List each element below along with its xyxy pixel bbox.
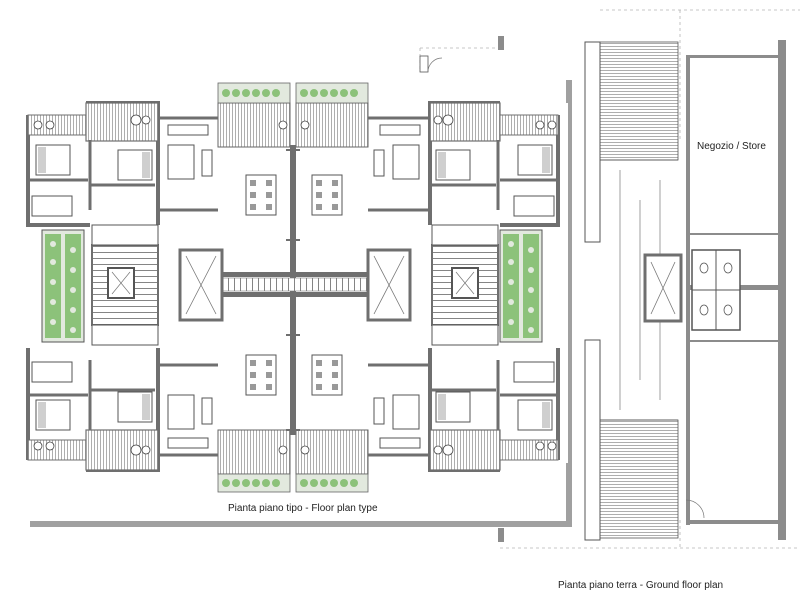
external-wall-right <box>566 80 572 525</box>
lift-core-right <box>366 248 412 322</box>
store-label: Negozio / Store <box>697 141 766 152</box>
ground-ramp-top <box>599 41 679 161</box>
stair-core-right <box>431 244 499 326</box>
ground-floor-plan-label: Pianta piano terra - Ground floor plan <box>558 580 724 591</box>
planter-bottom-left <box>217 473 291 493</box>
stair-core-left <box>91 244 159 326</box>
bathrooms <box>31 195 555 383</box>
lift-core-left <box>178 248 224 322</box>
planter-right-side <box>499 229 543 343</box>
ground-wall-mid-3 <box>686 340 782 342</box>
ground-wall-mid-2 <box>686 233 782 235</box>
planter-bottom-right <box>295 473 369 493</box>
floor-plan-type-label: Pianta piano tipo - Floor plan type <box>228 503 378 514</box>
store-wall-top <box>686 55 782 58</box>
ground-ramp-bottom <box>599 419 679 539</box>
ground-wall-bottom <box>686 520 786 524</box>
terrace-top-left <box>217 102 291 148</box>
planter-top-left <box>217 82 291 104</box>
terrace-furniture <box>33 114 557 456</box>
living-furniture <box>167 124 421 449</box>
external-wall-bottom <box>30 521 572 527</box>
ground-column-strip-bottom <box>584 339 601 541</box>
typical-floor-plan <box>26 80 572 527</box>
beds <box>35 144 553 431</box>
apartment-bottom-left <box>26 348 160 472</box>
corridor-wall-top <box>180 272 410 277</box>
ground-floor-plan <box>419 9 800 549</box>
dining-tables <box>245 174 343 396</box>
apartment-top-left <box>26 101 160 227</box>
planter-top-right <box>295 82 369 104</box>
ground-column-strip-top <box>584 41 601 243</box>
corridor-wall-bottom <box>180 292 410 297</box>
terrace-bottom-left <box>217 429 291 475</box>
planter-left-side <box>41 229 85 343</box>
